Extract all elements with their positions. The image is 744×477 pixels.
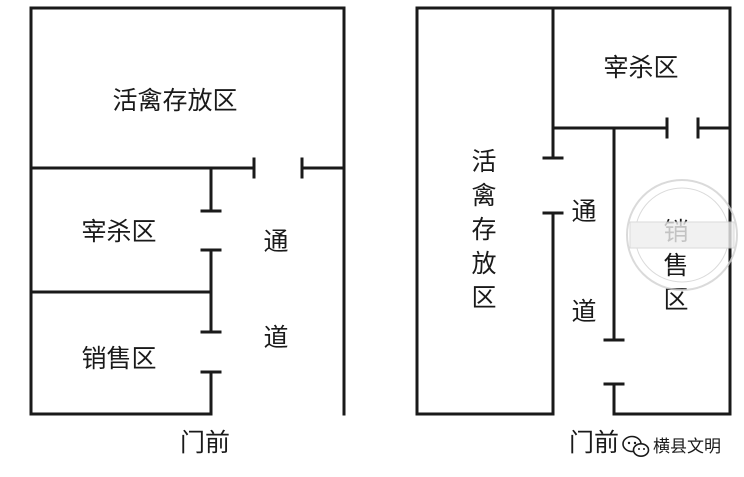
right-passage-char-2: 道 xyxy=(571,297,596,326)
left-plan-outer-wall xyxy=(29,6,346,416)
right-slaughter-label: 宰杀区 xyxy=(603,53,678,82)
left-slaughter-label: 宰杀区 xyxy=(81,217,156,246)
right-plan: 宰杀区 活 禽 存 放 区 通 道 销 售 区 门前 xyxy=(415,6,738,457)
left-entrance-label: 门前 xyxy=(180,428,230,457)
right-storage-char-3: 存 xyxy=(471,215,496,244)
left-storage-label: 活禽存放区 xyxy=(112,86,237,115)
wechat-icon xyxy=(622,435,650,457)
right-entrance-label: 门前 xyxy=(569,428,619,457)
left-passage-char-1: 通 xyxy=(263,227,288,256)
right-storage-char-1: 活 xyxy=(471,147,496,176)
right-storage-char-2: 禽 xyxy=(471,181,496,210)
seal-watermark xyxy=(626,179,738,291)
wechat-account-name: 横县文明 xyxy=(653,437,721,457)
left-passage-char-2: 道 xyxy=(263,323,288,352)
right-storage-char-4: 放 xyxy=(471,249,496,278)
right-storage-char-5: 区 xyxy=(471,283,496,312)
wechat-watermark: 横县文明 xyxy=(622,435,721,457)
right-sales-char-2: 售 xyxy=(663,251,688,280)
left-sales-label: 销售区 xyxy=(81,344,156,373)
right-passage-char-1: 通 xyxy=(571,197,596,226)
left-plan: 活禽存放区 宰杀区 销售区 通 道 门前 xyxy=(29,6,346,457)
right-plan-outer-wall xyxy=(415,6,732,416)
